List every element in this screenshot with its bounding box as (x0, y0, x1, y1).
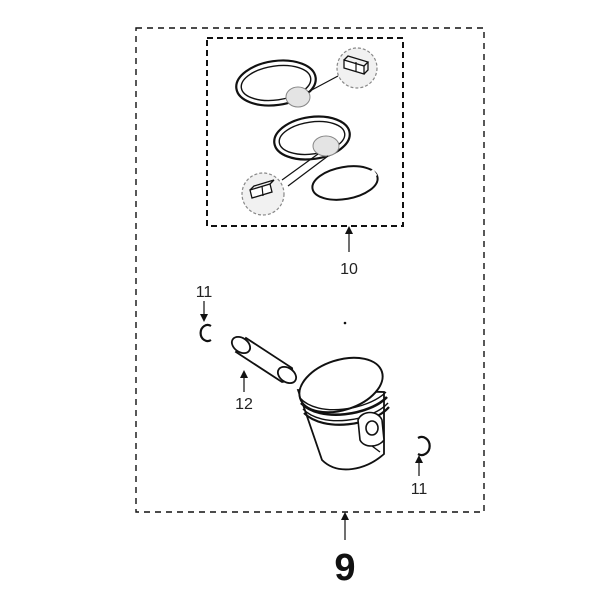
circlip-right-callout-label: 11 (411, 481, 428, 498)
kit-main-label: 9 (334, 547, 355, 589)
compression-ring-lower (273, 115, 351, 161)
piston-pin-callout-label: 12 (235, 396, 253, 413)
ring-set-callout-label: 10 (340, 261, 358, 278)
circlip-left (199, 323, 212, 343)
ring-gap-detail-lower (241, 135, 340, 216)
piston-pin (230, 335, 298, 385)
circlip-left-callout-label: 11 (196, 284, 213, 301)
ring-set-group (235, 47, 379, 216)
compression-ring-upper (235, 59, 317, 107)
expander-ring (311, 165, 379, 201)
kit-boundary-dashed (135, 27, 485, 513)
ring-set-box-dashed (206, 37, 404, 227)
center-dot (343, 321, 347, 325)
ring-gap-detail-upper (285, 47, 378, 108)
circlip-right (417, 435, 431, 457)
piston (296, 356, 390, 471)
